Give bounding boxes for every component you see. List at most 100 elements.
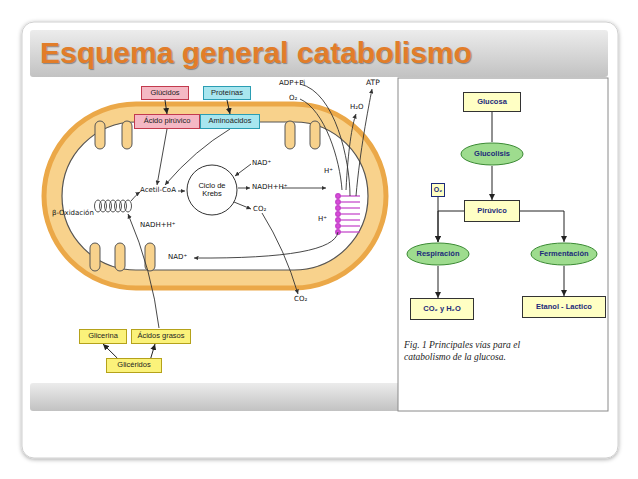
product-box: Glicerina <box>79 329 127 344</box>
synthase-stem <box>340 219 360 220</box>
flow-connector <box>438 197 439 242</box>
substrate-box: Proteínas <box>203 86 251 100</box>
image-area <box>33 78 394 383</box>
substrate-box: Glicéridos <box>106 358 162 373</box>
fatty-acid-arrow <box>128 214 159 328</box>
crista <box>310 121 320 149</box>
substrate-box: Glúcidos <box>141 86 189 100</box>
process-ellipse: Fermentación <box>530 242 598 266</box>
synthase-stem <box>340 207 360 208</box>
adp-line <box>300 84 350 196</box>
product-box: Aminoácidos <box>200 114 260 129</box>
atp-synthase <box>336 194 360 235</box>
product-box: Ácidos grasos <box>131 329 191 344</box>
synthase-stem <box>340 201 360 202</box>
node-text: Fermentación <box>539 250 588 258</box>
synthase-head <box>336 224 341 229</box>
flow-connector <box>438 266 439 298</box>
flow-connector <box>492 166 493 200</box>
synthase-head <box>336 212 341 217</box>
synthase-head <box>336 200 341 205</box>
synthase-head <box>336 206 341 211</box>
shape-fill <box>407 243 469 265</box>
figure-caption: Fig. 1 Principales vías para el cataboli… <box>404 340 564 364</box>
node-text: Ácidos grasos <box>137 332 184 340</box>
diagram-label: Acetil-CoA <box>140 187 176 194</box>
oxygen-box: O₂ <box>431 183 445 197</box>
crista <box>95 121 105 149</box>
flow-connector <box>227 100 230 114</box>
node-text: Etanol - Lactico <box>536 303 592 311</box>
shape-fill <box>531 243 597 265</box>
diagram-label: NAD⁺ <box>252 160 271 167</box>
node-text: Glucosa <box>477 98 507 106</box>
metabolite-box: Pirúvico <box>464 200 520 222</box>
diagram-label: H⁺ <box>318 216 327 223</box>
flow-connector <box>564 266 565 296</box>
outer-membrane <box>44 104 386 288</box>
nad-arrow <box>235 164 251 176</box>
synthase-stem <box>340 225 360 226</box>
leader-lines <box>128 84 372 328</box>
diagram-label: NADH+H⁺ <box>252 184 288 191</box>
figure-panel <box>398 78 608 411</box>
flow-connector <box>520 211 564 242</box>
shape-fill <box>461 143 523 165</box>
crista <box>90 243 100 271</box>
node-text: Respiración <box>417 250 460 258</box>
process-ellipse: Respiración <box>406 242 470 266</box>
krebs-cycle-circle: Ciclo de Krebs <box>186 164 238 216</box>
node-text: Ciclo de Krebs <box>193 182 231 199</box>
node-text: Aminoácidos <box>209 117 252 125</box>
diagram-label: NAD⁺ <box>168 254 187 261</box>
title-bar <box>30 30 608 77</box>
flow-connector <box>165 100 167 114</box>
metabolite-box: Etanol - Lactico <box>522 296 606 318</box>
metabolite-box: CO₂ y H₂O <box>410 298 474 320</box>
node-text: Ácido pirúvico <box>144 117 191 125</box>
flow-connector <box>492 112 493 142</box>
diagram-label: CO₂ <box>253 206 266 213</box>
nadh-arrow <box>238 188 250 189</box>
oxygen-line <box>300 99 342 190</box>
acetyl-arrow <box>178 191 185 192</box>
electron-arrow <box>282 188 326 189</box>
crista <box>115 243 125 271</box>
node-text: Glicerina <box>88 332 118 340</box>
diagram-label: O₂ <box>289 95 297 102</box>
node-text: O₂ <box>434 186 443 194</box>
pyruvate-arrow <box>157 129 167 185</box>
crista <box>122 121 132 149</box>
co2-exit-arrow <box>262 213 298 294</box>
node-text: Glúcidos <box>150 89 179 97</box>
flow-connector <box>438 211 464 242</box>
spiral-arrow <box>131 192 140 201</box>
node-text: Glicéridos <box>117 361 150 369</box>
water-arrow <box>346 114 356 190</box>
flow-connector <box>103 344 117 358</box>
diagram-label: H⁺ <box>324 168 333 175</box>
node-text: Glucolisis <box>474 150 510 158</box>
synthase-head <box>336 218 341 223</box>
diagram-label: CO₂ <box>294 296 307 303</box>
shape-fill <box>187 165 237 215</box>
nad-return-arrow <box>194 232 338 258</box>
beta-oxidation-spiral <box>95 200 132 212</box>
diagram-label: ATP <box>366 79 380 87</box>
diagram-label: NADH+H⁺ <box>140 222 176 229</box>
spiral-loop <box>125 200 132 212</box>
diagram-label: H₂O <box>350 104 364 111</box>
flow-connector <box>151 344 155 358</box>
slide-frame <box>22 22 618 458</box>
node-text: CO₂ y H₂O <box>423 305 461 313</box>
product-box: Ácido pirúvico <box>134 114 200 129</box>
synthase-stem <box>340 231 360 232</box>
diagram-label: ADP+Pi <box>279 80 305 87</box>
crista <box>285 121 295 149</box>
diagram-label: β-Oxidación <box>52 210 94 217</box>
synthase-stem <box>340 213 360 214</box>
process-ellipse: Glucolisis <box>460 142 524 166</box>
